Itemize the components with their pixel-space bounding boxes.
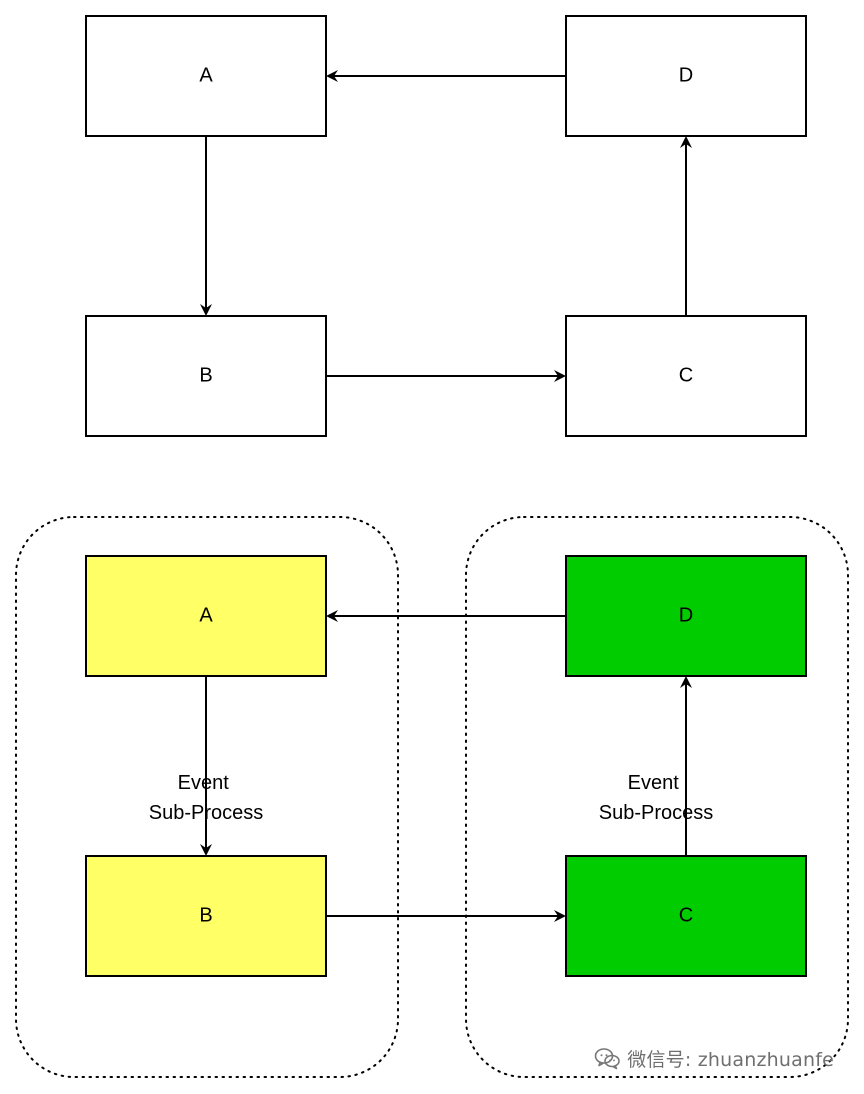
bottom-node-a-label: A [199,604,213,626]
bottom-node-b[interactable]: B [85,855,327,977]
watermark-text: 微信号: zhuanzhuanfe [627,1049,834,1071]
left-subprocess-label: Event Sub-Process [149,772,264,824]
top-node-d-label: D [679,64,693,86]
right-subprocess-label: Event Sub-Process [599,772,714,824]
wechat-icon [594,1047,621,1070]
right-subprocess-container[interactable] [465,516,849,1078]
left-subprocess-label-line-2: Sub-Process [149,802,264,824]
top-node-a-label: A [199,64,213,86]
top-node-b[interactable]: B [85,315,327,437]
left-subprocess-label-line-1: Event [178,772,230,794]
bottom-node-a[interactable]: A [85,555,327,677]
left-subprocess-container[interactable] [15,516,399,1078]
bottom-node-b-label: B [199,904,212,926]
top-flow: A D B C [85,15,807,437]
bottom-flow: A B D C Event Sub-Process Event Sub-Proc… [15,516,849,1078]
top-node-d[interactable]: D [565,15,807,137]
bottom-node-c-label: C [679,904,693,926]
top-node-c-label: C [679,364,693,386]
right-subprocess-label-line-1: Event [628,772,680,794]
top-node-a[interactable]: A [85,15,327,137]
bottom-node-d[interactable]: D [565,555,807,677]
bottom-node-d-label: D [679,604,693,626]
watermark: 微信号: zhuanzhuanfe [594,1045,834,1072]
top-node-b-label: B [199,364,212,386]
top-node-c[interactable]: C [565,315,807,437]
bottom-node-c[interactable]: C [565,855,807,977]
right-subprocess-label-line-2: Sub-Process [599,802,714,824]
